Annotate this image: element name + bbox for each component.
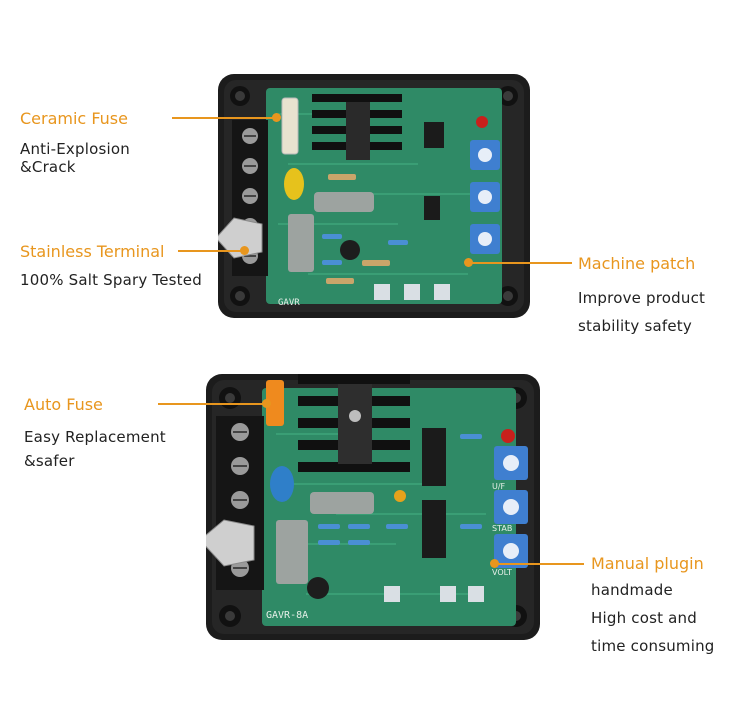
callout-ceramic-fuse-leader [172,117,276,119]
callout-ceramic-fuse-dot [272,113,281,122]
callout-manual-plugin-line-2: High cost and [591,609,697,627]
callout-manual-plugin-title: Manual plugin [591,554,704,573]
callout-auto-fuse-line-1: Easy Replacement [24,428,166,446]
callout-stainless-terminal-line-1: 100% Salt Spary Tested [20,271,202,289]
callout-stainless-terminal-title: Stainless Terminal [20,242,165,261]
pot-label-volt: VOLT [492,568,512,577]
callout-ceramic-fuse-title: Ceramic Fuse [20,109,128,128]
callout-manual-plugin-leader [496,563,584,565]
callout-stainless-terminal-leader [178,250,244,252]
callout-manual-plugin-line-1: handmade [591,581,673,599]
callout-auto-fuse-dot [262,399,271,408]
callout-machine-patch: Machine patch Improve product stability … [578,254,705,338]
top-avr-board: GAVR [218,74,530,318]
pot-label-uf: U/F [492,482,506,491]
callout-machine-patch-title: Machine patch [578,254,696,273]
callout-machine-patch-line-2: stability safety [578,317,692,335]
top-board-silkscreen: GAVR [278,298,300,308]
callout-manual-plugin-dot [490,559,499,568]
callout-ceramic-fuse-line-2: &Crack [20,158,76,176]
callout-auto-fuse-line-2: &safer [24,452,75,470]
callout-manual-plugin: Manual plugin handmade High cost and tim… [591,554,715,658]
callout-auto-fuse-title: Auto Fuse [24,395,103,414]
callout-ceramic-fuse-line-1: Anti-Explosion [20,140,130,158]
callout-manual-plugin-line-3: time consuming [591,637,715,655]
callout-auto-fuse: Auto Fuse Easy Replacement &safer [24,395,166,473]
pot-label-stab: STAB [492,524,513,533]
bottom-avr-board: GAVR-8A U/F STAB VOLT [206,374,540,640]
callout-auto-fuse-leader [158,403,266,405]
callout-machine-patch-dot [464,258,473,267]
callout-machine-patch-line-1: Improve product [578,289,706,307]
callout-machine-patch-leader [470,262,572,264]
bottom-board-silkscreen: GAVR-8A [266,610,309,621]
callout-stainless-terminal: Stainless Terminal 100% Salt Spary Teste… [20,242,202,292]
callout-stainless-terminal-dot [240,246,249,255]
callout-ceramic-fuse: Ceramic Fuse Anti-Explosion &Crack [20,109,130,179]
